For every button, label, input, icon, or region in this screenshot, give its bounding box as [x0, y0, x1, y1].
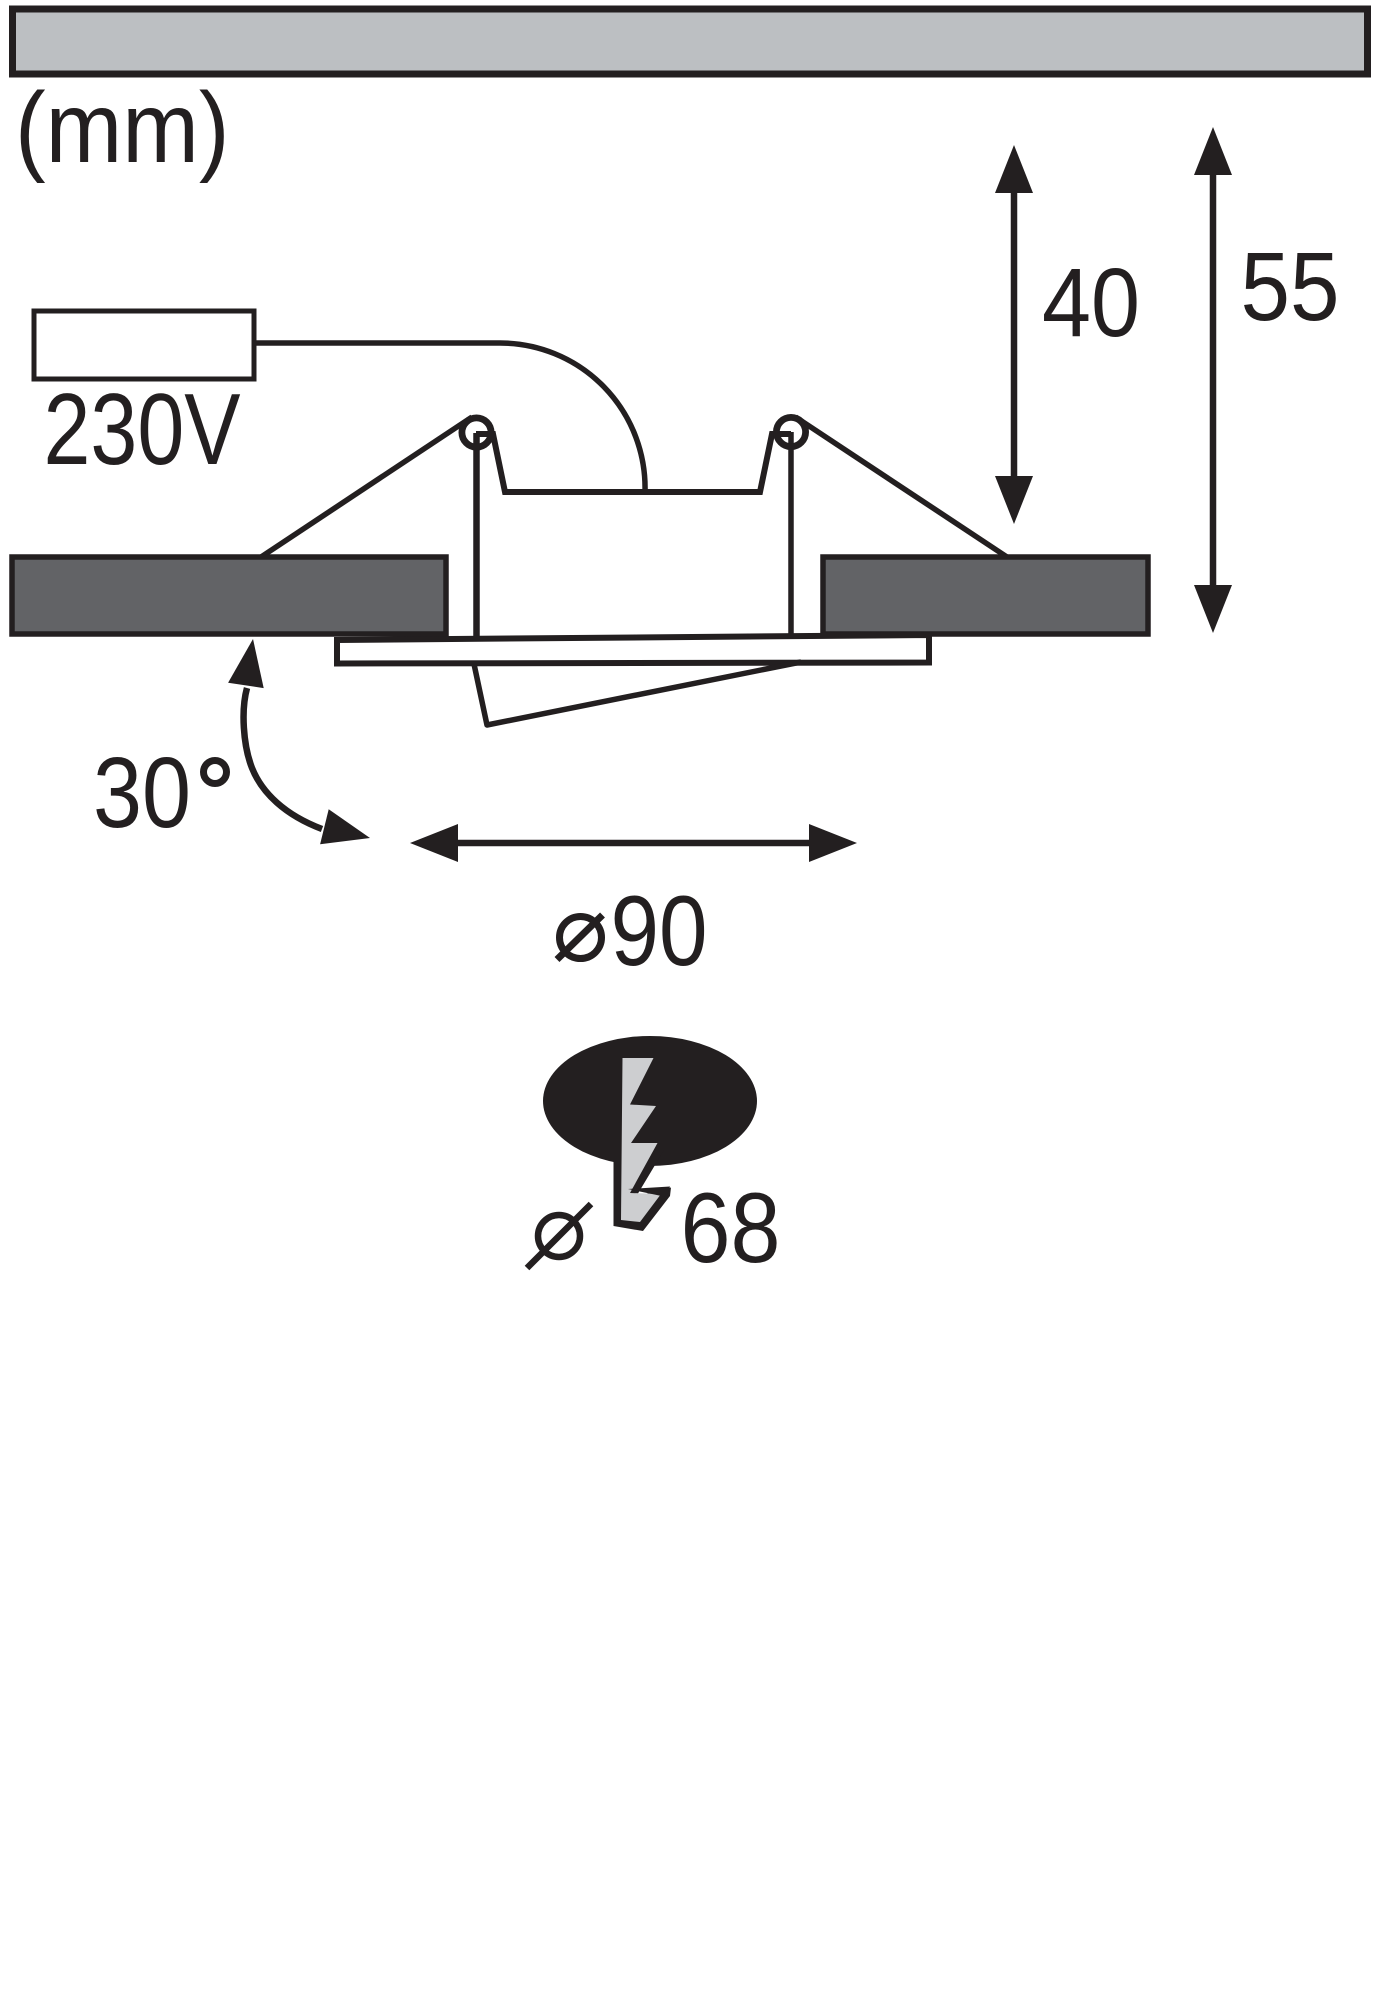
svg-text:55: 55 [1241, 232, 1340, 341]
svg-text:68: 68 [681, 1172, 781, 1283]
svg-text:(mm): (mm) [15, 72, 230, 184]
svg-text:40: 40 [1042, 248, 1140, 357]
svg-text:90: 90 [611, 875, 708, 986]
svg-text:230V: 230V [44, 372, 241, 486]
svg-text:30: 30 [93, 737, 191, 849]
